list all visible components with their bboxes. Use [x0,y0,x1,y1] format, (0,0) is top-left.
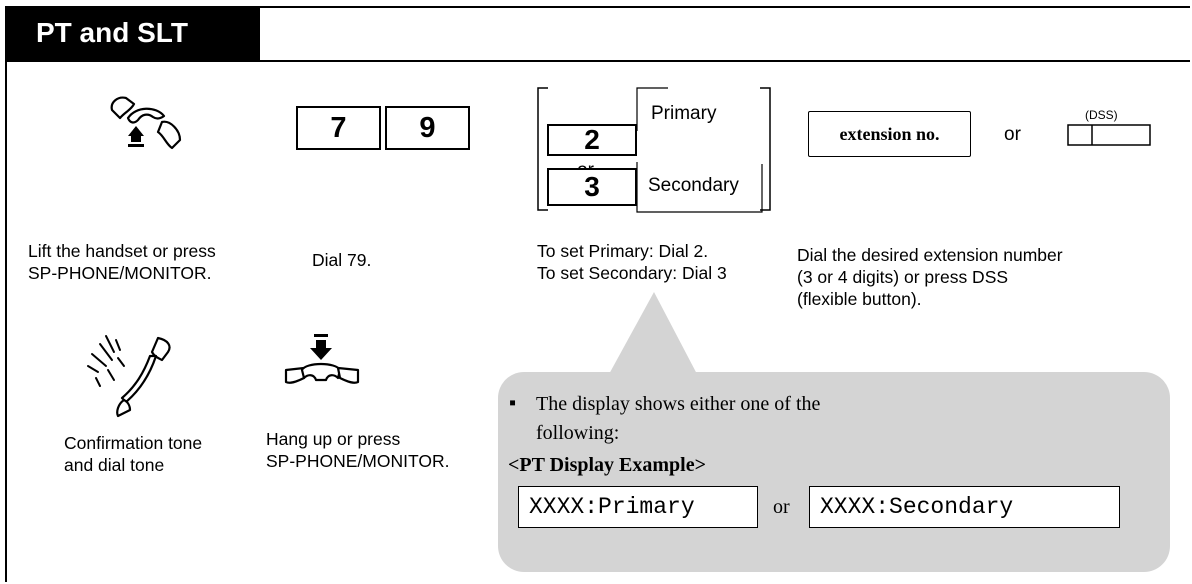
step1-caption-line1: Lift the handset or press [28,241,216,261]
example-title: <PT Display Example> [508,454,707,476]
ringing-handset-icon [87,335,171,418]
step6-caption-line2: SP-PHONE/MONITOR. [266,451,450,471]
step2-caption: Dial 79. [312,250,372,270]
note-line1: The display shows either one of the [536,393,821,415]
step5-caption-line1: Confirmation tone [64,433,203,453]
handset-on-hook-icon [284,334,360,384]
display-note-callout: ▪ The display shows either one of the fo… [498,372,1170,572]
or-text-step4: or [1004,124,1021,145]
dss-button-icon [1067,124,1151,146]
header-divider [7,60,1190,62]
choice-brackets [537,87,771,213]
display-example-secondary: XXXX:Secondary [809,486,1120,528]
dss-label: (DSS) [1085,108,1118,122]
step6-caption-line1: Hang up or press [266,429,401,449]
page-frame [5,6,1190,582]
extension-number-key: extension no. [808,111,971,157]
step4-caption-line1: Dial the desired extension number [797,245,1063,265]
step4-caption-line3: (flexible button). [797,289,922,309]
note-line2: following: [536,422,620,444]
step3-caption-line1: To set Primary: Dial 2. [537,241,709,261]
or-text-display: or [773,496,790,518]
note-bullet: ▪ [509,392,517,414]
step3-caption-line2: To set Secondary: Dial 3 [537,263,727,283]
callout-pointer [608,292,698,376]
section-header: PT and SLT [7,8,260,60]
section-title: PT and SLT [36,17,188,48]
step1-caption-line2: SP-PHONE/MONITOR. [28,263,212,283]
label-primary: Primary [651,103,717,124]
step4-caption-line2: (3 or 4 digits) or press DSS [797,267,1009,287]
key-3: 3 [547,168,637,206]
handset-off-hook-icon [110,96,182,150]
key-2: 2 [547,124,637,156]
label-secondary: Secondary [648,175,739,196]
key-9: 9 [385,106,470,150]
step5-caption-line2: and dial tone [64,455,165,475]
key-7: 7 [296,106,381,150]
display-example-primary: XXXX:Primary [518,486,758,528]
